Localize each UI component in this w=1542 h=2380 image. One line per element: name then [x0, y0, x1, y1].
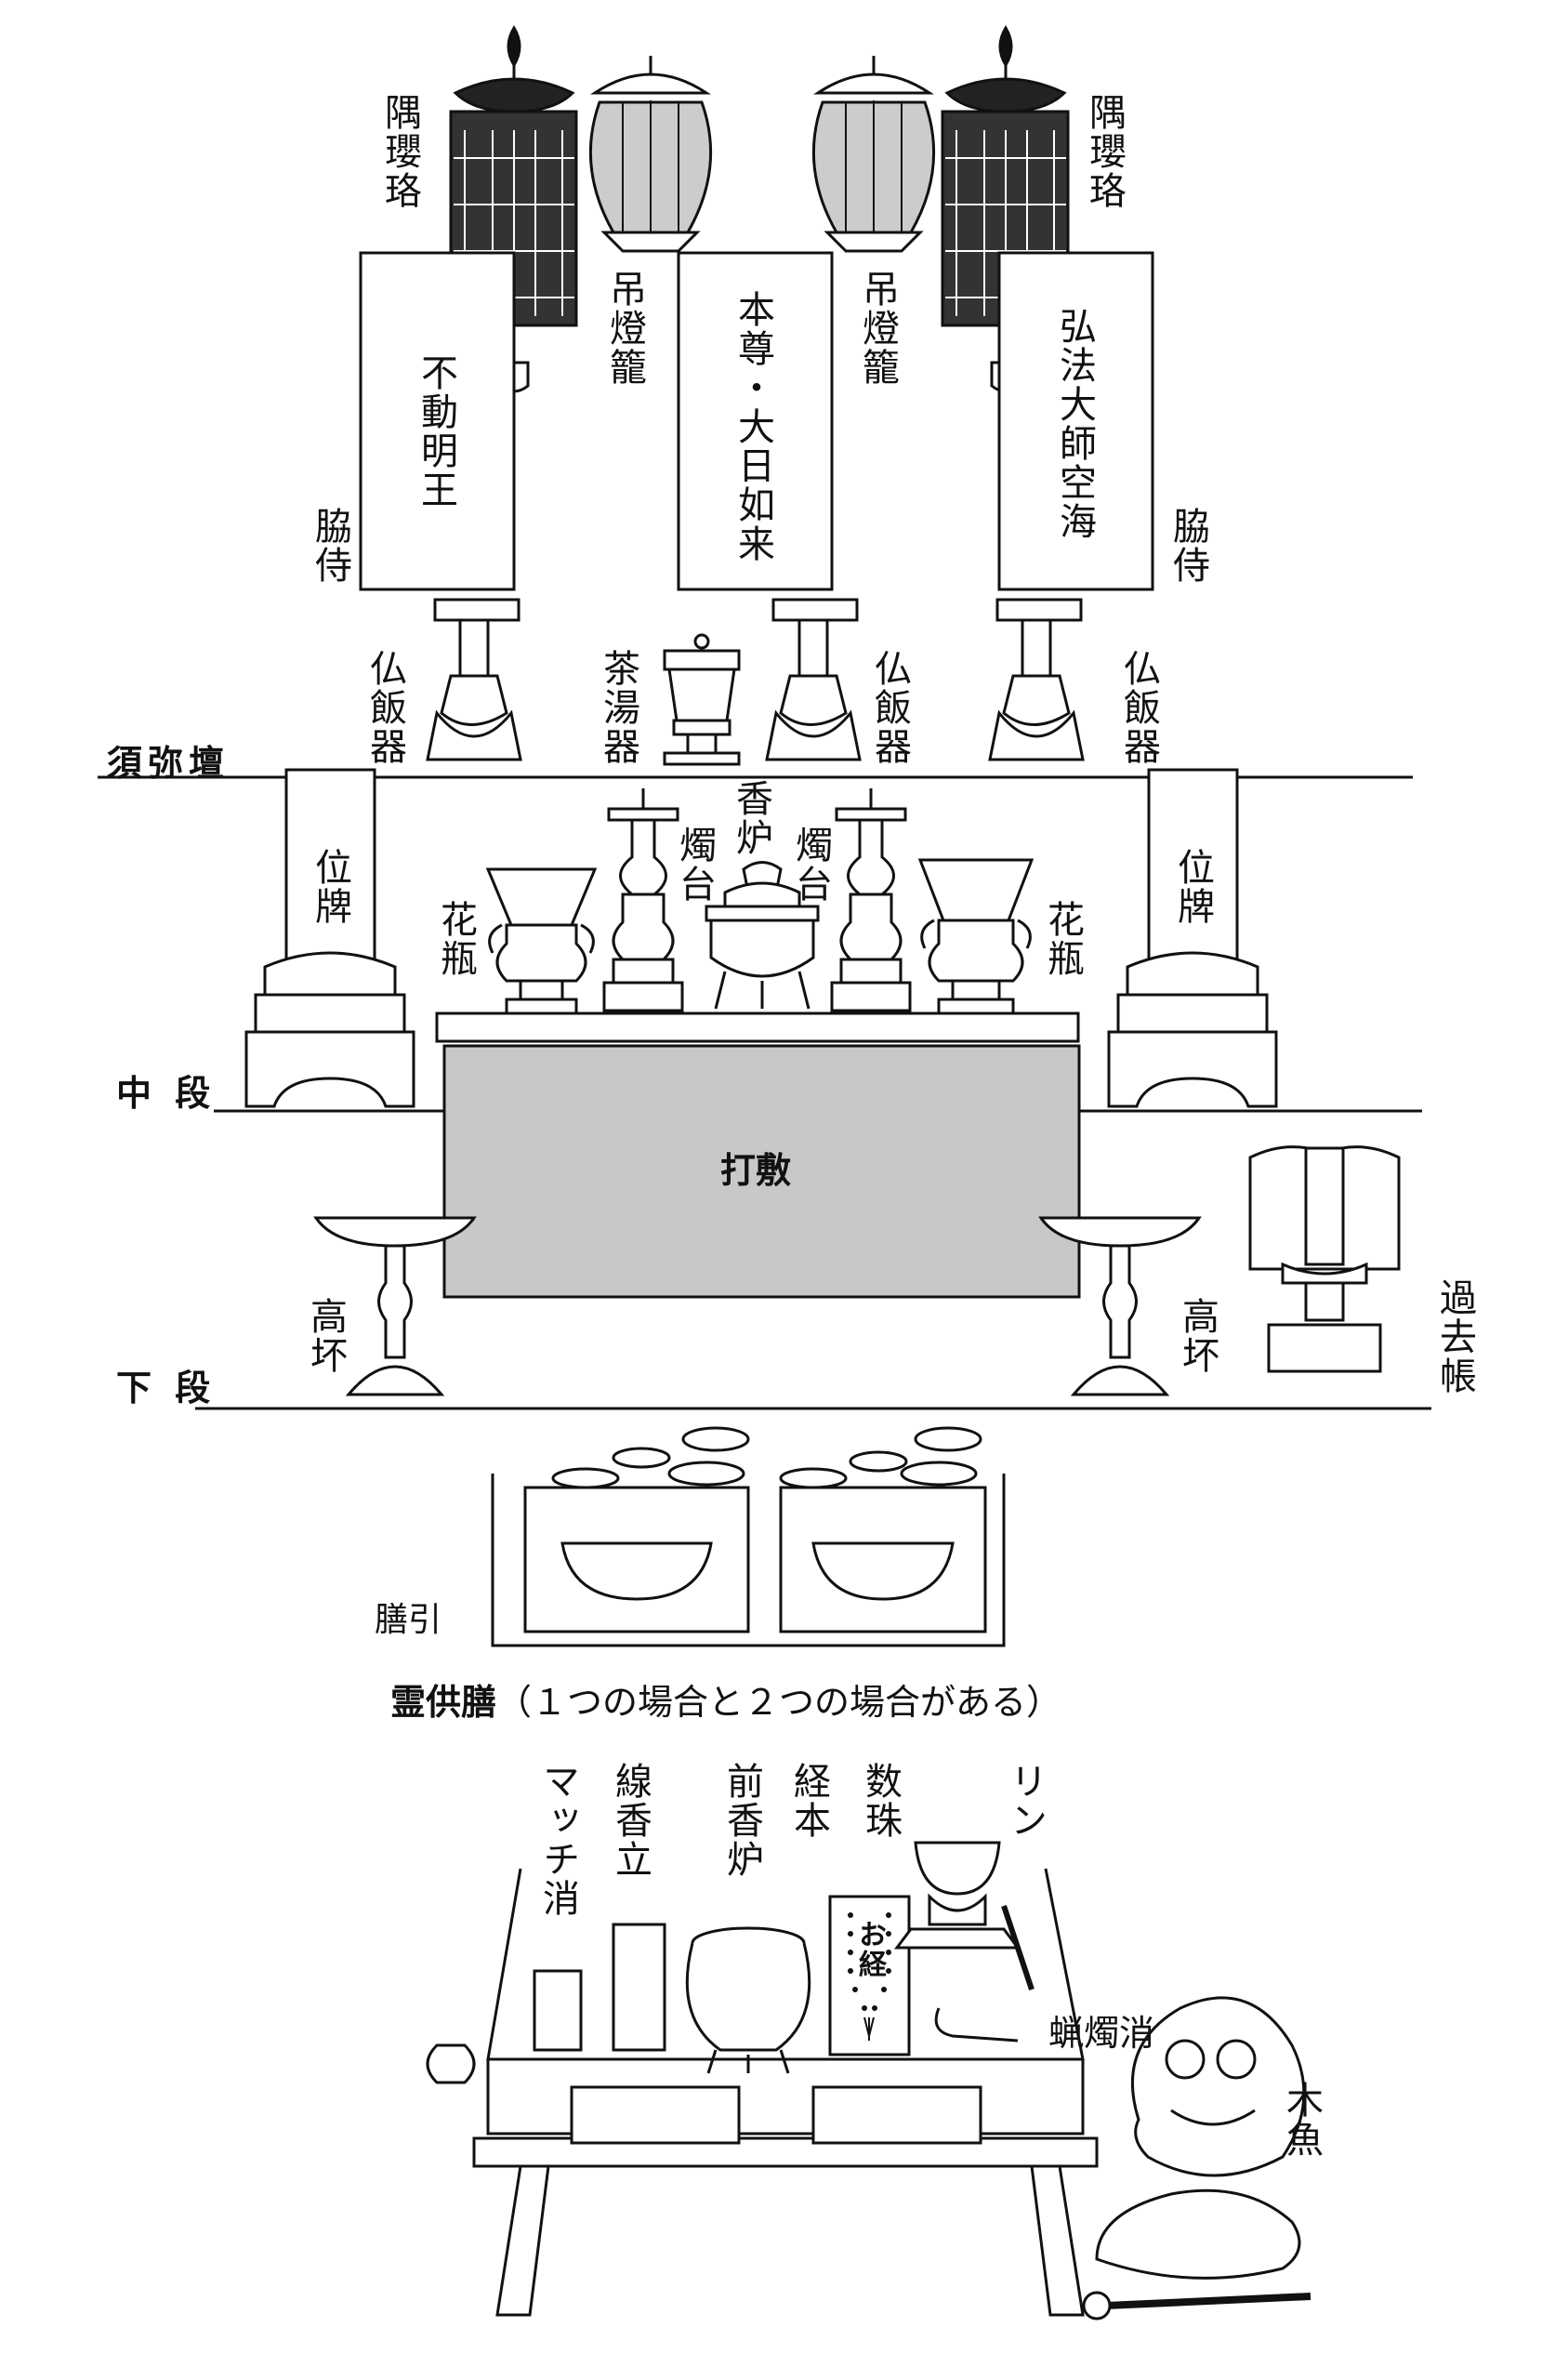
label-tsuridoro-right: 吊燈籠 — [856, 270, 899, 387]
label-chatoki: 茶湯器 — [597, 649, 639, 766]
label-sumiyoraku-right: 隅瓔珞 — [1083, 93, 1126, 210]
kobo-box — [999, 253, 1153, 589]
tsuridoro-right — [813, 56, 933, 251]
caption-rest: （１つの場合と２つの場合がある） — [496, 1682, 1062, 1723]
senkotate-item — [613, 1924, 665, 2050]
label-tsuridoro-left: 吊燈籠 — [603, 270, 646, 387]
buppanki-center — [767, 600, 860, 760]
shokudai-right — [832, 788, 910, 1011]
label-kyoji-left: 脇侍 — [309, 507, 351, 585]
label-match: マッチ消 — [536, 1762, 579, 1918]
ihai-right — [1109, 770, 1276, 1106]
label-rin: リン — [1004, 1762, 1047, 1840]
label-rosokukeshi: 蝋燭消 — [1048, 2013, 1155, 2054]
rin-bell — [897, 1843, 1032, 1990]
chudan-table-top — [437, 1013, 1078, 1041]
tsuridoro-left — [590, 56, 710, 251]
label-ihai-right: 位牌 — [1171, 848, 1214, 926]
label-kakocho: 過去帳 — [1433, 1278, 1476, 1395]
label-takatsuki-right: 高坏 — [1176, 1297, 1219, 1375]
label-shokudai-left: 燭台 — [673, 826, 716, 904]
label-mokugyo: 木魚 — [1280, 2081, 1323, 2159]
label-kebin-left: 花瓶 — [434, 900, 477, 978]
tier-gedan: 下 段 — [116, 1368, 217, 1408]
label-kyohon: 経本 — [787, 1762, 830, 1840]
label-kyoji-right: 脇侍 — [1166, 507, 1209, 585]
rosokukeshi-item — [936, 2008, 1018, 2041]
label-buppanki-left: 仏飯器 — [363, 649, 406, 766]
kebin-left — [488, 869, 595, 1013]
label-zenbiki: 膳引 — [375, 1601, 442, 1639]
tier-chudan: 中 段 — [116, 1073, 217, 1114]
label-buppanki-right: 仏飯器 — [1117, 649, 1160, 766]
reikuzen — [493, 1428, 1004, 1646]
buppanki-left — [428, 600, 521, 760]
label-senkotate: 線香立 — [609, 1762, 652, 1879]
label-buppanki-center: 仏飯器 — [868, 649, 911, 766]
honzon-box — [679, 253, 832, 589]
uchishiki-cloth — [444, 1046, 1079, 1297]
match-keshi — [534, 1971, 581, 2050]
label-okyo: お経 — [853, 1920, 886, 1979]
kebin-right — [920, 860, 1032, 1013]
reikuzen-caption: 霊供膳（１つの場合と２つの場合がある） — [390, 1673, 1061, 1725]
kakocho — [1250, 1147, 1399, 1371]
buppanki-right — [990, 600, 1083, 760]
label-kouro: 香炉 — [730, 779, 772, 857]
label-maekouro: 前香炉 — [720, 1762, 763, 1879]
label-uchishiki: 打敷 — [720, 1150, 792, 1191]
chatoki — [665, 635, 739, 764]
mokugyo-item — [1084, 1998, 1311, 2319]
label-sumiyoraku-left: 隅瓔珞 — [378, 93, 421, 210]
takatsuki-left — [316, 1218, 474, 1395]
label-honzon: 本尊・大日如来 — [731, 290, 774, 563]
label-takatsuki-left: 高坏 — [304, 1297, 347, 1375]
juzu-beads — [848, 1912, 891, 2011]
maekouro-item — [687, 1928, 809, 2073]
caption-bold: 霊供膳 — [390, 1682, 497, 1723]
label-fudo: 不動明王 — [415, 353, 457, 509]
label-ihai-left: 位牌 — [309, 848, 351, 926]
takatsuki-right — [1041, 1218, 1199, 1395]
kouro — [706, 863, 818, 1010]
label-kobo: 弘法大師空海 — [1053, 307, 1096, 541]
label-shokudai-right: 燭台 — [789, 826, 832, 904]
label-juzu: 数珠 — [859, 1762, 902, 1840]
fudo-box — [361, 253, 514, 589]
shokudai-left — [604, 788, 682, 1011]
label-kebin-right: 花瓶 — [1041, 900, 1084, 978]
tier-sumidan: 須弥壇 — [107, 743, 231, 784]
ihai-left — [246, 770, 414, 1106]
